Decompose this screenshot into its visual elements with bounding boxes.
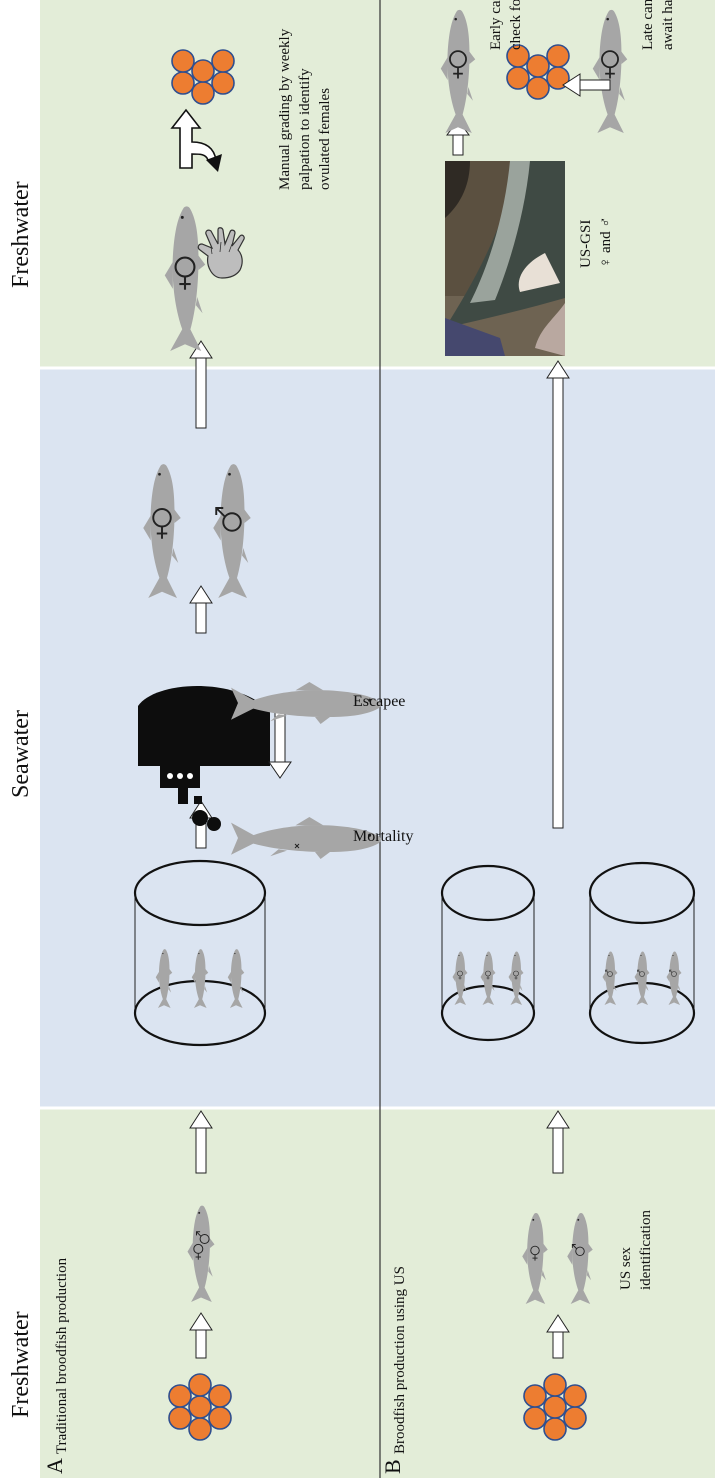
mortality-label: Mortality [353,828,413,845]
panel-b-title: Broodfish production using US [392,1266,408,1454]
panel-a-letter: A [42,1458,67,1474]
svg-text:Manual grading by weekly: Manual grading by weekly [277,28,293,190]
svg-text:check for ovulation: check for ovulation [508,0,524,50]
svg-text:US-GSI: US-GSI [578,220,594,268]
escapee-label: Escapee [353,693,405,710]
photo-ultrasound-icon [445,161,565,356]
header-freshwater-left: Freshwater [8,1311,34,1418]
panel-b-letter: B [380,1459,405,1474]
svg-text:♀ and ♂: ♀ and ♂ [598,216,614,268]
svg-text:identification: identification [638,1210,654,1290]
svg-text:await handling: await handling [660,0,676,50]
panel-a-title: Traditional broodfish production [54,1257,70,1454]
svg-text:Early candidates,: Early candidates, [488,0,504,50]
svg-text:palpation to identify: palpation to identify [297,68,313,190]
svg-text:ovulated females: ovulated females [317,88,333,190]
header-seawater: Seawater [8,710,34,798]
svg-text:Late candidates,: Late candidates, [640,0,656,50]
svg-text:US sex: US sex [618,1247,634,1290]
header-freshwater-right: Freshwater [8,181,34,288]
freshwater-left-bg [40,1108,715,1478]
